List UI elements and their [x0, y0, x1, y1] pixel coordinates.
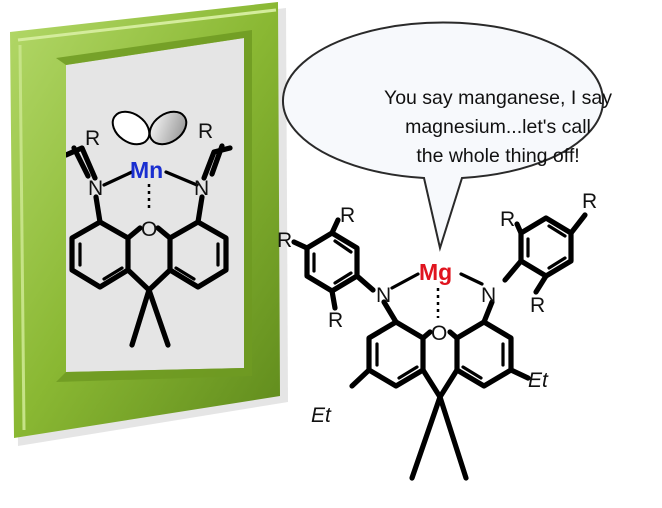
main-molecule: Mg N N O R R R R R R Et Et	[277, 190, 597, 481]
main-n-left: N	[376, 284, 391, 307]
framed-oxygen: O	[141, 218, 157, 241]
mg-metal-label: Mg	[419, 259, 452, 285]
main-r-right-c: R	[530, 294, 545, 317]
frame-highlight	[17, 8, 277, 42]
speech-bubble-shape	[282, 21, 604, 252]
bubble-line-2: magnesium...let's call	[405, 116, 591, 138]
speech-bubble: You say manganese, I say magnesium...let…	[282, 21, 612, 252]
main-r-left-b: R	[340, 204, 355, 227]
picture-frame	[10, 2, 288, 446]
main-r-left-c: R	[328, 309, 343, 332]
framed-r-right: R	[198, 120, 213, 143]
framed-r-left: R	[85, 127, 100, 150]
main-r-right-b: R	[500, 208, 515, 231]
framed-molecule: Mn N N O R R	[66, 110, 233, 348]
main-et-left: Et	[311, 404, 332, 427]
main-r-right-a: R	[582, 190, 597, 213]
frame-shadow	[14, 8, 288, 446]
bubble-line-3: the whole thing off!	[416, 145, 579, 167]
main-et-right: Et	[528, 369, 549, 392]
orbital-lobe-left	[111, 110, 151, 146]
framed-n-left: N	[88, 177, 103, 200]
frame-highlight-2	[18, 44, 26, 431]
orbital-lobe-right	[148, 110, 188, 146]
mn-metal-label: Mn	[130, 157, 163, 183]
main-oxygen: O	[431, 322, 447, 345]
frame-border	[10, 2, 280, 438]
main-r-left-a: R	[277, 229, 292, 252]
framed-n-right: N	[194, 177, 209, 200]
bubble-line-1: You say manganese, I say	[384, 87, 612, 109]
main-n-right: N	[481, 284, 496, 307]
